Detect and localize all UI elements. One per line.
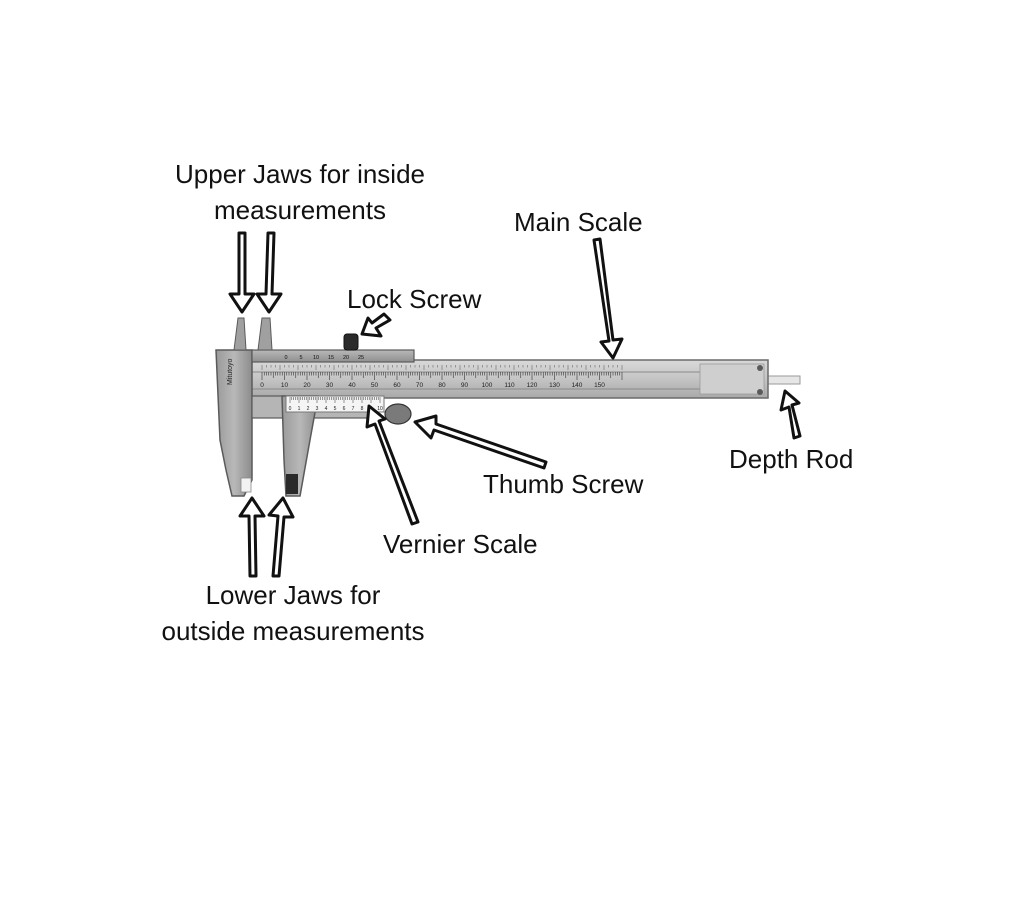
label-lower-jaws-line1: Lower Jaws for [133,577,453,613]
thumb-screw [385,404,411,424]
label-depth-rod: Depth Rod [729,441,853,477]
label-main-scale: Main Scale [514,204,643,240]
label-thumb-screw: Thumb Screw [483,466,643,502]
top-scale-number: 25 [358,355,364,361]
label-upper-jaws-line2: measurements [150,192,450,228]
beam-rivet-top [757,365,763,371]
vernier-number: 4 [325,406,328,412]
top-scale-number: 0 [284,355,287,361]
top-scale-number: 10 [313,355,319,361]
upper-jaw-arrow-left [230,233,254,312]
brand-logo: Mitutoyo [227,358,234,385]
main-scale-number: 110 [504,382,515,389]
main-scale-number: 60 [393,382,401,389]
main-scale-number: 70 [416,382,424,389]
vernier-number: 5 [334,406,337,412]
vernier-number: 7 [352,406,355,412]
main-scale-number: 80 [438,382,446,389]
top-scale-number: 5 [299,355,302,361]
vernier-number: 1 [298,406,301,412]
label-vernier-scale: Vernier Scale [383,526,538,562]
label-upper-jaws-line1: Upper Jaws for inside [150,156,450,192]
label-lower-jaws: Lower Jaws for outside measurements [133,577,453,649]
lock-screw [344,334,358,350]
lower-jaw-arrow-left [240,498,264,576]
vernier-number: 3 [316,406,319,412]
depth-rod-arrow [781,391,800,438]
lock-screw-arrow [362,314,390,336]
depth-rod [764,376,800,384]
main-scale-arrow [594,239,622,358]
main-scale-number: 30 [326,382,334,389]
thumb-screw-arrow [415,416,546,468]
main-scale-number: 40 [348,382,356,389]
vernier-number: 6 [343,406,346,412]
top-scale-number: 15 [328,355,334,361]
main-scale-number: 130 [549,382,560,389]
main-scale-number: 140 [572,382,583,389]
vernier-number: 10 [377,406,383,412]
vernier-number: 0 [289,406,292,412]
moving-jaw-tip [286,474,298,494]
main-scale-number: 100 [482,382,493,389]
fixed-jaw-tip [241,478,251,492]
main-scale-number: 50 [371,382,379,389]
main-scale-number: 120 [527,382,538,389]
label-lock-screw: Lock Screw [347,281,481,317]
label-lower-jaws-line2: outside measurements [133,613,453,649]
vernier-number: 8 [361,406,364,412]
lower-jaw-arrow-right [269,498,293,576]
label-upper-jaws: Upper Jaws for inside measurements [150,156,450,228]
main-beam [220,360,768,398]
main-scale-number: 10 [281,382,289,389]
upper-jaw-arrow-right [257,233,281,312]
main-scale-number: 150 [594,382,605,389]
main-scale-number: 20 [303,382,311,389]
fixed-jaw: Mitutoyo [216,318,252,496]
main-scale-number: 0 [260,382,264,389]
beam-rivet-bottom [757,389,763,395]
main-scale-number: 90 [461,382,469,389]
top-scale-number: 20 [343,355,349,361]
vernier-number: 2 [307,406,310,412]
